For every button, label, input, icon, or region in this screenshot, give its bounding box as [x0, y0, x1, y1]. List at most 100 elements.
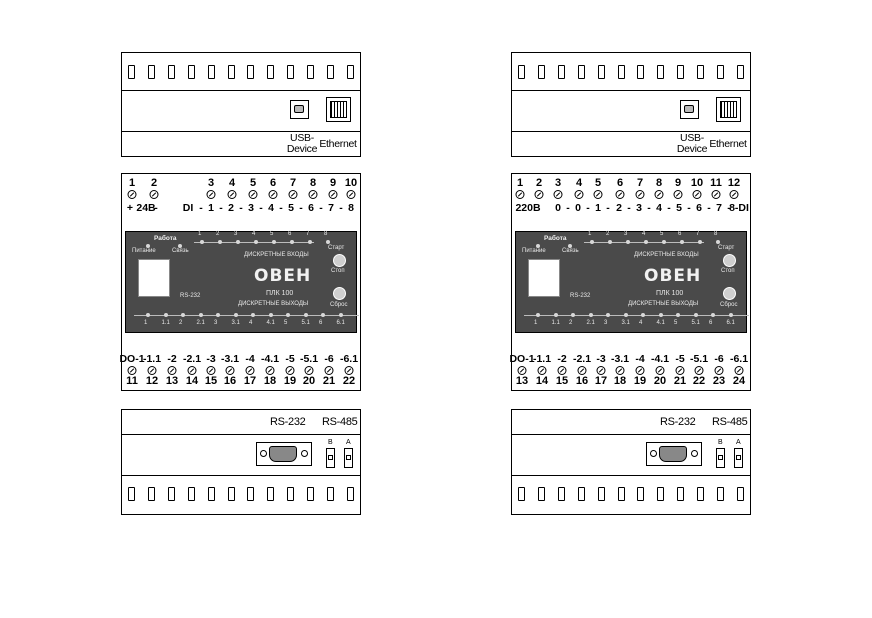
slot: [697, 65, 705, 79]
terminal-label: -5: [675, 353, 685, 365]
start-label: Старт: [718, 245, 735, 251]
do-led: [658, 313, 663, 317]
slot: [657, 65, 665, 79]
start-stop-button[interactable]: [723, 254, 736, 267]
terminal-screw: [268, 190, 278, 199]
terminal-label: DO-1: [119, 353, 145, 365]
do-led: [711, 313, 715, 317]
terminal-number: 3: [207, 177, 215, 189]
reset-button[interactable]: [723, 287, 736, 300]
slot: [637, 487, 645, 501]
slot: [247, 487, 255, 501]
terminal-screw: [127, 366, 137, 375]
terminal-label: -: [154, 202, 158, 214]
terminal-number: 7: [636, 177, 644, 189]
terminal-number: 18: [263, 375, 277, 387]
do-led-label: 4: [639, 320, 643, 326]
terminal-label: DO-1: [509, 353, 535, 365]
rs485-a-terminal: [734, 448, 743, 468]
slot: [677, 487, 685, 501]
di-led: [590, 240, 594, 244]
do-title: ДИСКРЕТНЫЕ ВЫХОДЫ: [238, 301, 309, 307]
terminal-label: 3: [636, 202, 642, 214]
do-led: [233, 313, 238, 317]
terminal-label: -2.1: [572, 353, 592, 365]
terminal-screw: [206, 366, 216, 375]
terminal-screw: [225, 366, 235, 375]
terminal-screw: [655, 366, 665, 375]
do-led-label: 3.1: [621, 320, 630, 326]
terminal-label: -: [199, 202, 203, 214]
start-stop-button[interactable]: [333, 254, 346, 267]
terminal-screw: [127, 190, 137, 199]
a-label: A: [346, 439, 351, 446]
slot: [207, 65, 215, 79]
do-led: [338, 313, 343, 317]
slot: [147, 65, 155, 79]
terminal-number: 16: [223, 375, 237, 387]
terminal-screw: [711, 190, 721, 199]
slot: [637, 65, 645, 79]
terminal-label: 7: [716, 202, 722, 214]
terminal-screw: [515, 190, 525, 199]
slot: [717, 65, 725, 79]
di-led: [218, 240, 222, 244]
terminal-label: -5.1: [299, 353, 319, 365]
oven-logo: ОВЕН: [254, 266, 312, 286]
terminal-label: -: [707, 202, 711, 214]
terminal-number: 6: [616, 177, 624, 189]
work-label: Работа: [544, 235, 567, 242]
di-led: [716, 240, 720, 244]
terminal-number: 19: [633, 375, 647, 387]
reset-button[interactable]: [333, 287, 346, 300]
terminal-number: 22: [342, 375, 356, 387]
terminal-screw: [308, 190, 318, 199]
terminal-screw: [615, 190, 625, 199]
top-slot-row: [128, 65, 354, 79]
bottom-slot-row: [518, 487, 744, 501]
display-window: [528, 259, 560, 297]
di-led-label: 5: [660, 231, 664, 237]
do-led-label: 4.1: [656, 320, 665, 326]
do-led-label: 3: [604, 320, 608, 326]
terminal-screw: [635, 366, 645, 375]
terminal-number: 13: [515, 375, 529, 387]
terminal-number: 2: [535, 177, 543, 189]
di-led: [308, 240, 312, 244]
terminal-number: 12: [145, 375, 159, 387]
terminal-number: 5: [594, 177, 602, 189]
di-led: [326, 240, 330, 244]
power-label: Питание: [132, 248, 156, 254]
terminal-number: 21: [322, 375, 336, 387]
slot: [346, 65, 354, 79]
terminal-label: 2: [616, 202, 622, 214]
terminal-label: 5: [676, 202, 682, 214]
terminal-label: -: [319, 202, 323, 214]
slot: [247, 65, 255, 79]
do-led-label: 2: [569, 320, 573, 326]
link-label: Связь: [172, 248, 189, 254]
terminal-label: 1: [208, 202, 214, 214]
slot: [736, 487, 744, 501]
terminal-label: -1.1: [142, 353, 162, 365]
terminal-label: -4: [635, 353, 645, 365]
b-label: B: [328, 439, 333, 446]
di-led-label: 6: [288, 231, 292, 237]
di-led: [626, 240, 630, 244]
slot: [537, 65, 545, 79]
terminal-number: 23: [712, 375, 726, 387]
terminal-number: 16: [575, 375, 589, 387]
di-title: ДИСКРЕТНЫЕ ВХОДЫ: [634, 252, 699, 258]
do-led: [198, 313, 203, 317]
terminal-label: -: [279, 202, 283, 214]
stop-label: Стоп: [721, 268, 735, 274]
do-led-label: 3: [214, 320, 218, 326]
do-led-label: 6: [319, 320, 323, 326]
terminal-screw: [577, 366, 587, 375]
terminal-label: 8-DI: [729, 202, 749, 214]
terminal-screw: [206, 190, 216, 199]
slot: [518, 65, 525, 79]
terminal-number: 10: [690, 177, 704, 189]
